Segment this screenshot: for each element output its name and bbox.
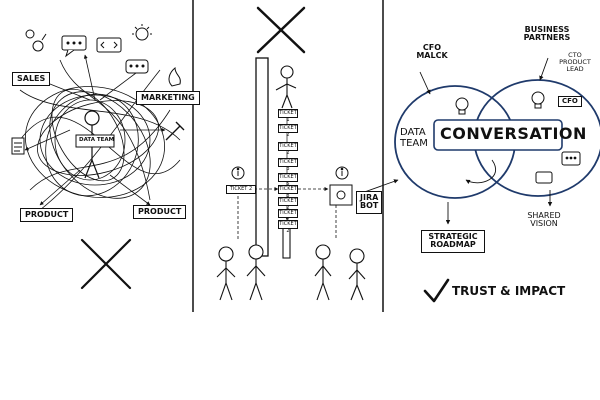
lightbulb-icon-left	[455, 97, 469, 115]
label-data-team-center: DATA TEAM	[79, 137, 115, 143]
ticket-5: TICKET 5	[278, 173, 298, 187]
person-on-top	[275, 65, 297, 109]
label-product-left: PRODUCT	[20, 208, 74, 223]
fire-icon	[168, 66, 181, 87]
bomb-icon	[25, 29, 47, 52]
web-arrows	[24, 54, 166, 206]
label-strategic-roadmap: STRATEGIC ROADMAP	[421, 230, 485, 253]
hammer-icon	[165, 121, 185, 141]
ticket-8: TICKET 2	[278, 209, 298, 223]
lightbulb-icon-right	[531, 91, 545, 109]
ticket-3: TICKET 2	[278, 142, 298, 156]
document-icon	[11, 137, 25, 155]
label-trust-impact: TRUST & IMPACT	[452, 284, 566, 298]
label-product-right: PRODUCT	[133, 205, 187, 220]
jira-bot-label: JIRA BOT	[356, 191, 382, 214]
chat-bubble-icon	[61, 35, 87, 58]
data-team-box	[75, 134, 115, 148]
label-business-partners: BUSINESS PARTNERS	[523, 25, 571, 43]
bot-icon	[329, 184, 353, 206]
venn-arrows	[419, 57, 553, 225]
code-bubble-icon	[96, 37, 122, 53]
label-data-team: DATA TEAM	[400, 127, 428, 149]
chat-bubble-icon-2	[125, 59, 149, 74]
x-mark-middle	[256, 6, 306, 54]
queue-pillar	[255, 57, 269, 257]
waiting-people	[216, 244, 366, 301]
dashed-flows	[237, 187, 337, 240]
cfo-badge: CFO	[558, 96, 582, 108]
label-cto: CTO PRODUCT LEAD	[559, 51, 591, 73]
ticket-4: TICKET 3	[278, 158, 298, 172]
tangled-web	[19, 59, 181, 211]
ticket-2: TICKET 2	[278, 124, 298, 138]
ticket-1: TICKET 1	[278, 109, 298, 123]
label-conversation: CONVERSATION	[440, 124, 587, 143]
info-icon-left	[231, 166, 245, 180]
ticket-9: TICKET 2	[278, 220, 298, 234]
ticket-side: TICKET 2	[226, 185, 256, 194]
info-icon-right	[335, 166, 349, 180]
ticket-6: TICKET 3	[278, 185, 298, 199]
sun-face-icon	[132, 24, 152, 41]
label-cfo-top: CFO MALCK	[416, 43, 448, 61]
conversation-box	[433, 119, 563, 151]
checkmark-icon	[423, 278, 450, 303]
chat-icon-right	[535, 151, 581, 184]
x-mark-left	[80, 238, 132, 290]
ticket-7: TICKET 2	[278, 197, 298, 211]
label-shared-vision: SHARED VISION	[527, 211, 561, 229]
label-marketing: MARKETING	[136, 91, 200, 106]
label-sales: SALES	[12, 72, 51, 87]
